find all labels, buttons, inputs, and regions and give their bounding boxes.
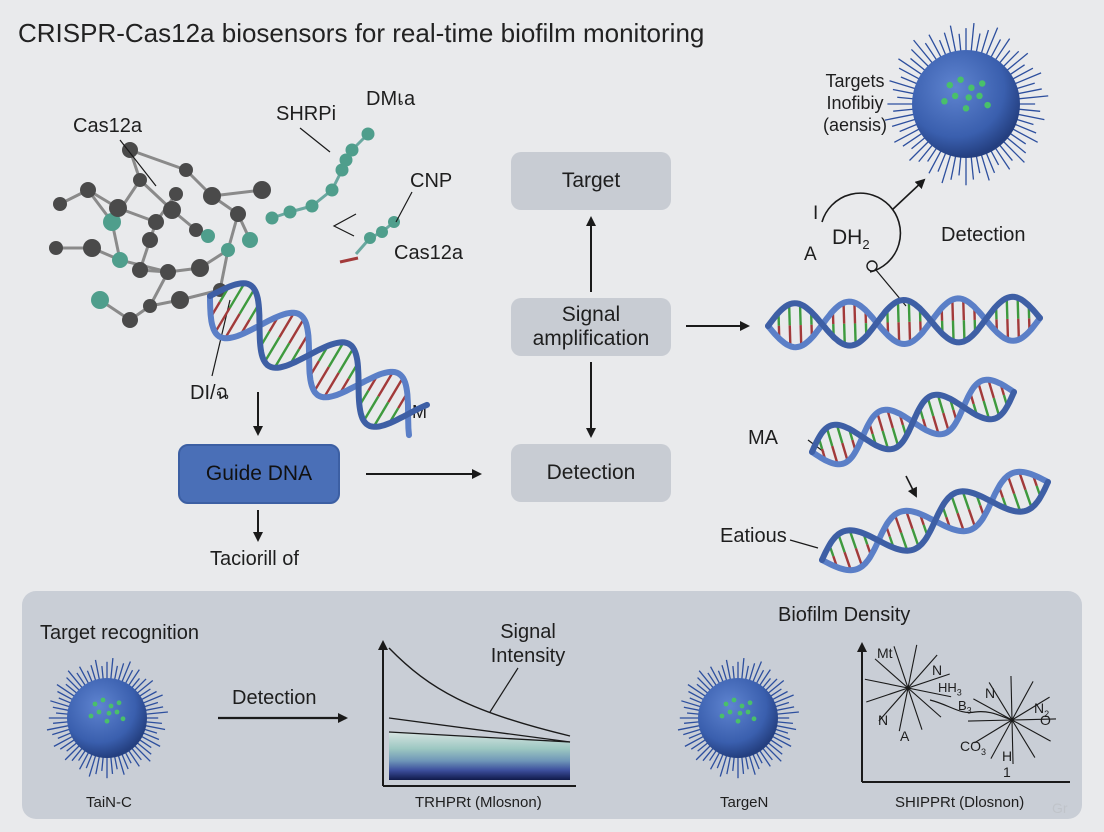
dna-helix-right-bottom xyxy=(819,468,1051,574)
density-network-chart xyxy=(857,642,1070,783)
ring-label-a: A xyxy=(804,244,817,265)
signal-chart-fill xyxy=(389,732,570,780)
net-label-n2: N xyxy=(878,712,889,728)
signal-amplification-box: Signal amplification xyxy=(511,298,671,356)
net-label-a: A xyxy=(900,728,910,744)
net-label-n1: N xyxy=(932,662,943,678)
net-label-hh-sub: 3 xyxy=(956,687,962,698)
bacteria xyxy=(46,23,1049,779)
net-label-mt: Mt xyxy=(877,645,893,661)
signal-intensity-label: Signal Intensity xyxy=(490,621,566,667)
eatious-label: Eatious xyxy=(720,525,787,547)
shrpi-label: SHRPi xyxy=(276,103,337,125)
caption-right-chart: SHIPPRt (Dlosnon) xyxy=(895,794,1025,811)
cnp-label: CNP xyxy=(410,170,453,192)
di-label: DI/ฉ xyxy=(190,382,230,404)
dna-helices xyxy=(207,280,1051,574)
signal-chart xyxy=(378,640,576,787)
net-label-one: 1 xyxy=(1003,764,1011,780)
net-label-o: O xyxy=(1040,712,1051,728)
net-label-b: B3 xyxy=(958,698,972,716)
ring-label-i: I xyxy=(813,203,819,224)
arrow-to-bacterium xyxy=(891,178,926,211)
below-guide-label: Taciorill of xyxy=(210,548,299,570)
detection-box: Detection xyxy=(511,444,671,502)
net-label-n4-sub: 2 xyxy=(1044,708,1050,719)
detection-right-label: Detection xyxy=(941,224,1026,246)
caption-right-bacteria: TargeN xyxy=(720,794,769,811)
ring-label-dh2-sub: 2 xyxy=(862,237,870,253)
dna-helix-main xyxy=(207,280,430,439)
dh2-ring xyxy=(821,192,902,273)
density-network xyxy=(864,644,1057,765)
cas12a-label-top: Cas12a xyxy=(73,115,142,137)
guide-dna-box: Guide DNA xyxy=(178,444,340,504)
arrow-between-helices xyxy=(905,475,917,498)
net-label-co-sub: 3 xyxy=(981,746,987,757)
watermark: Gr xyxy=(1052,800,1068,816)
bacterium-top-right xyxy=(884,23,1049,186)
dna-helix-right-top xyxy=(765,293,1043,351)
bottom-detection-label: Detection xyxy=(232,687,317,709)
ma-label: MA xyxy=(748,427,778,449)
biofilm-density-label: Biofilm Density xyxy=(778,604,911,626)
targets-text: Targets Inofibiy (aensis) xyxy=(822,71,888,135)
dm-label: DMเa xyxy=(366,88,416,110)
bacterium-bottom-right xyxy=(677,658,799,779)
signal-chart-curve xyxy=(388,647,571,737)
net-label-h: H xyxy=(1002,748,1013,764)
ring-label-dh2: DH2 xyxy=(832,226,870,253)
net-label-n3: N xyxy=(985,685,996,701)
net-label-n4: N2 xyxy=(1034,700,1050,719)
caption-middle: TRHPRt (Mlosnon) xyxy=(415,794,542,811)
net-label-b-sub: 3 xyxy=(966,705,972,716)
target-box: Target xyxy=(511,152,671,210)
target-recognition-label: Target recognition xyxy=(40,622,199,644)
dna-helix-right-middle xyxy=(809,376,1017,468)
net-label-hh: HH3 xyxy=(938,680,962,698)
cas12a-label-right: Cas12a xyxy=(394,242,463,264)
bacterium-bottom-left xyxy=(46,658,168,779)
page-title: CRISPR-Cas12a biosensors for real-time b… xyxy=(18,18,705,48)
caption-left: TaiN-C xyxy=(86,794,132,811)
